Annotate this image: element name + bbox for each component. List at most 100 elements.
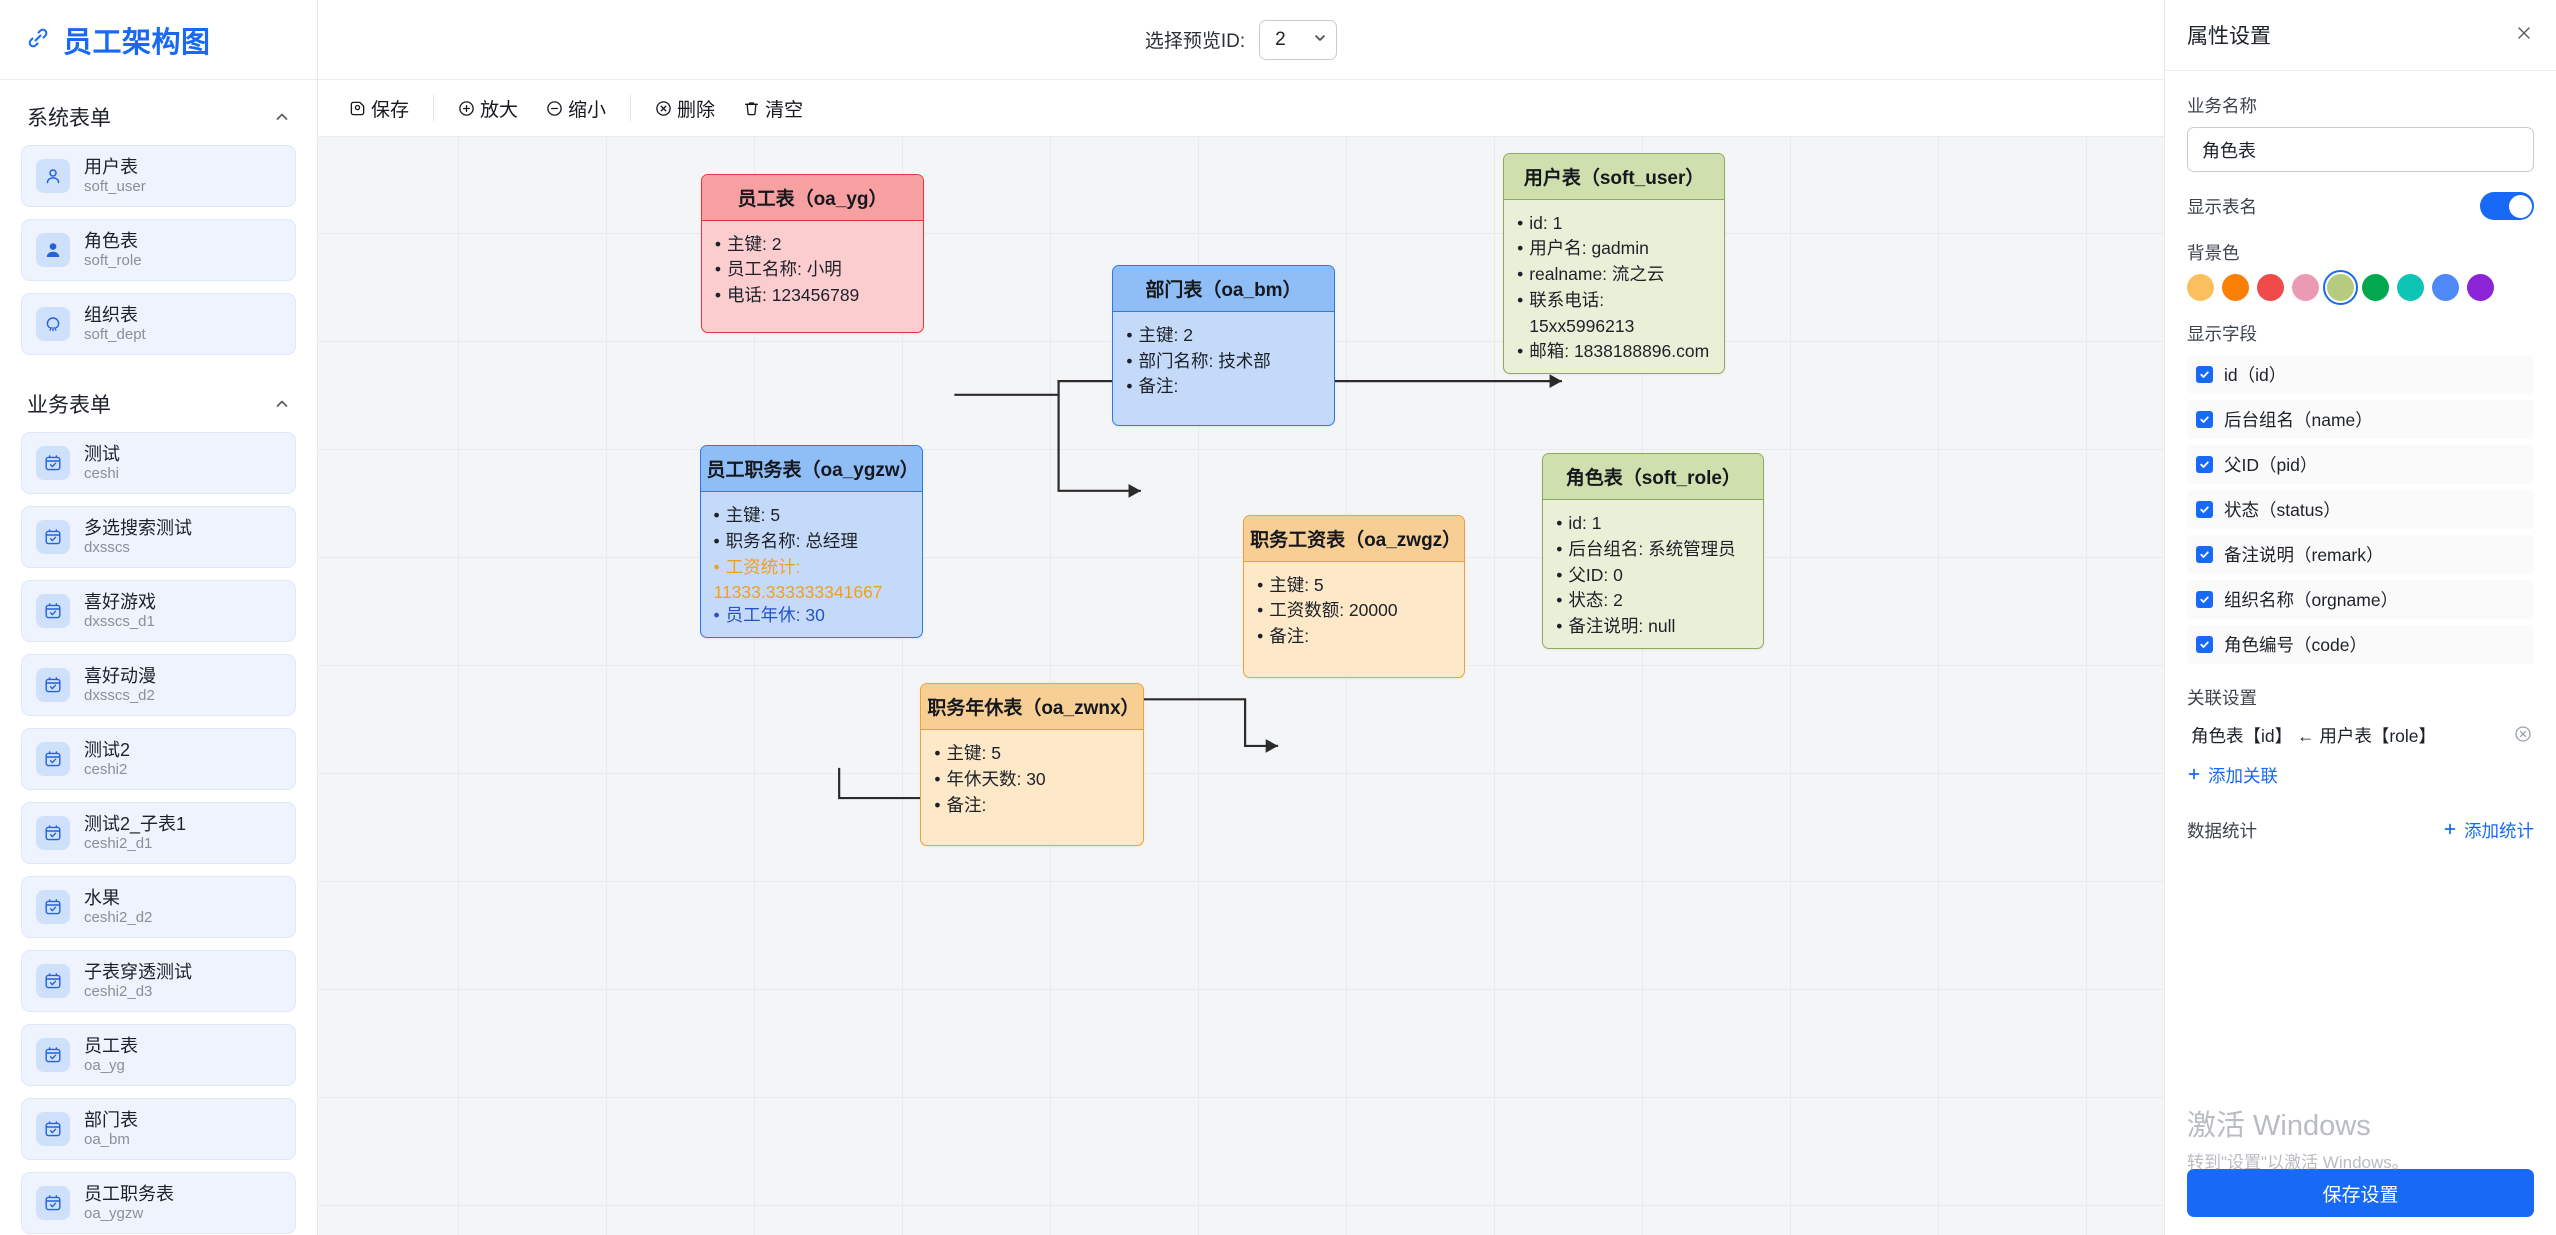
diagram-node-oa_zwnx[interactable]: 职务年休表（oa_zwnx）•主键: 5•年休天数: 30•备注:: [920, 683, 1144, 847]
chevron-up-icon[interactable]: [274, 396, 290, 412]
field-row[interactable]: 备注说明（remark）: [2187, 535, 2534, 574]
field-checkbox[interactable]: [2196, 501, 2213, 518]
color-swatch-2[interactable]: [2257, 274, 2284, 301]
save-button-label: 保存: [371, 99, 410, 121]
node-row: •备注:: [1257, 624, 1451, 650]
field-checkbox[interactable]: [2196, 546, 2213, 563]
display-fields-list: id（id） 后台组名（name） 父ID（pid） 状态（status） 备注说明（r…: [2187, 355, 2534, 664]
diagram-node-oa_yg[interactable]: 员工表（oa_yg）•主键: 2•员工名称: 小明•电话: 123456789: [700, 173, 925, 333]
field-row[interactable]: 组织名称（orgname）: [2187, 580, 2534, 619]
show-table-name-toggle[interactable]: [2480, 192, 2534, 220]
field-label: 组织名称（orgname）: [2224, 590, 2399, 610]
node-row: •id: 1: [1556, 511, 1750, 537]
node-row-text: 用户名: gadmin: [1529, 238, 1649, 259]
node-row: •id: 1: [1517, 211, 1711, 237]
field-row[interactable]: 状态（status）: [2187, 490, 2534, 529]
node-row: •员工年休: 30: [714, 603, 909, 629]
node-row: •联系电话: 15xx5996213: [1517, 288, 1711, 339]
field-row[interactable]: 后台组名（name）: [2187, 400, 2534, 439]
bullet-icon: •: [1556, 616, 1563, 637]
node-row: •realname: 流之云: [1517, 262, 1711, 288]
node-row: •主键: 5: [714, 503, 909, 529]
add-relation-label: 添加关联: [2208, 766, 2278, 786]
node-row-text: 主键: 5: [946, 743, 1001, 764]
node-row-text: 电话: 123456789: [726, 285, 860, 306]
field-label: id（id）: [2224, 365, 2287, 385]
field-checkbox[interactable]: [2196, 456, 2213, 473]
diagram-node-soft_user[interactable]: 用户表（soft_user） •id: 1•用户名: gadmin•realnam…: [1503, 152, 1726, 374]
sidebar-item-code: soft_dept: [84, 326, 146, 344]
field-checkbox[interactable]: [2196, 366, 2213, 383]
node-row-text: 主键: 2: [726, 233, 782, 254]
user-outline-icon: [36, 159, 70, 193]
color-swatch-5[interactable]: [2362, 274, 2389, 301]
remove-relation-icon[interactable]: [2514, 725, 2532, 747]
field-checkbox[interactable]: [2196, 591, 2213, 608]
color-swatch-7[interactable]: [2432, 274, 2459, 301]
add-stats-button[interactable]: 添加统计: [2443, 818, 2534, 843]
field-row[interactable]: 角色编号（code）: [2187, 625, 2534, 664]
delete-button[interactable]: 删除: [641, 90, 729, 127]
bullet-icon: •: [1556, 590, 1563, 611]
save-button[interactable]: 保存: [335, 90, 423, 127]
diagram-node-oa_zwgz[interactable]: 职务工资表（oa_zwgz）•主键: 5•工资数额: 20000•备注:: [1243, 514, 1466, 678]
node-row: •用户名: gadmin: [1517, 236, 1711, 262]
diagram-node-soft_role[interactable]: 角色表（soft_role）•id: 1•后台组名: 系统管理员•父ID: 0•…: [1542, 453, 1765, 649]
color-swatch-6[interactable]: [2397, 274, 2424, 301]
form-icon: [36, 816, 70, 850]
color-swatch-3[interactable]: [2292, 274, 2319, 301]
field-checkbox[interactable]: [2196, 411, 2213, 428]
clear-button[interactable]: 清空: [729, 90, 817, 127]
relation-row[interactable]: 角色表【id】 ← 用户表【role】: [2187, 719, 2534, 752]
bullet-icon: •: [934, 768, 941, 789]
sidebar-item-name: 多选搜索测试: [84, 517, 192, 538]
diagram-node-oa_ygzw[interactable]: 员工职务表（oa_ygzw）•主键: 5•职务名称: 总经理•工资统计:1133…: [699, 445, 923, 638]
form-icon: [36, 594, 70, 628]
diagram-node-oa_bm[interactable]: 部门表（oa_bm）•主键: 2•部门名称: 技术部•备注:: [1112, 265, 1335, 426]
chevron-up-icon[interactable]: [274, 109, 290, 125]
relation-settings-label: 关联设置: [2187, 688, 2257, 708]
zoom-in-button[interactable]: 放大: [444, 90, 532, 127]
sidebar-item-code: ceshi2_d3: [84, 983, 153, 1001]
color-swatch-1[interactable]: [2222, 274, 2249, 301]
save-settings-button[interactable]: 保存设置: [2187, 1169, 2534, 1217]
sidebar-group-header[interactable]: 业务表单: [21, 367, 296, 432]
close-icon[interactable]: [2514, 23, 2534, 48]
preview-id-select[interactable]: 2: [1259, 19, 1338, 60]
business-name-input[interactable]: 角色表: [2187, 127, 2534, 172]
field-row[interactable]: id（id）: [2187, 355, 2534, 394]
field-row[interactable]: 父ID（pid）: [2187, 445, 2534, 484]
node-title: 用户表（soft_user）: [1504, 153, 1725, 200]
field-checkbox[interactable]: [2196, 636, 2213, 653]
sidebar-item-code: ceshi: [84, 465, 120, 483]
bullet-icon: •: [1126, 350, 1133, 371]
er-diagram-canvas[interactable]: 员工表（oa_yg）•主键: 2•员工名称: 小明•电话: 123456789 部…: [318, 137, 2164, 1235]
color-swatch-4[interactable]: [2322, 269, 2359, 306]
node-row: •工资统计:: [714, 555, 909, 581]
color-swatch-0[interactable]: [2187, 274, 2214, 301]
show-table-name-row: 显示表名: [2187, 192, 2534, 220]
relation-text: 角色表【id】 ← 用户表【role】: [2191, 726, 2437, 746]
node-row: •后台组名: 系统管理员: [1556, 537, 1750, 563]
windows-activation-watermark: 激活 Windows 转到"设置"以激活 Windows。: [2187, 1108, 2409, 1173]
add-relation-button[interactable]: 添加关联: [2187, 763, 2534, 788]
sidebar-group-header[interactable]: 系统表单: [21, 80, 296, 145]
zoom-out-button[interactable]: 缩小: [532, 90, 620, 127]
color-swatch-8[interactable]: [2467, 274, 2494, 301]
field-label: 后台组名（name）: [2224, 410, 2373, 430]
